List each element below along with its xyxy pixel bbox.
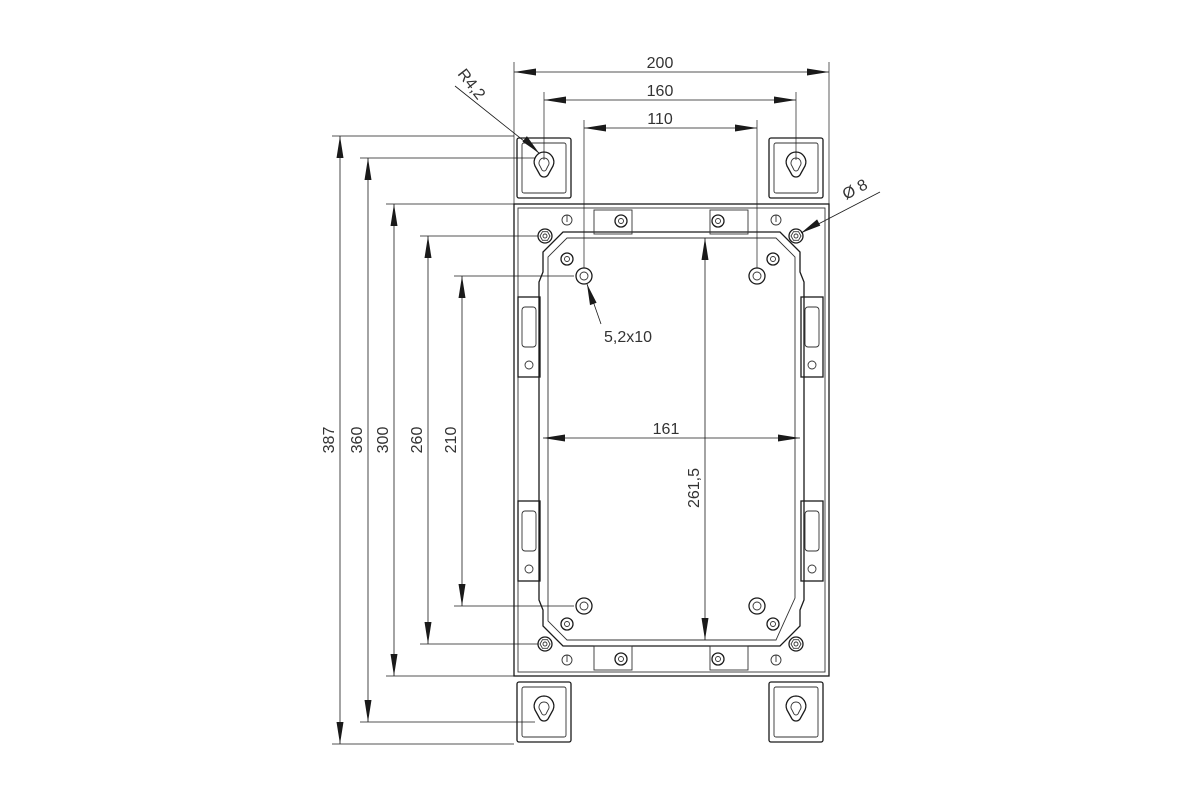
side-clip-left-lower (517, 500, 541, 582)
mount-hole-br (748, 597, 766, 615)
dim-height-slot-centers: 360 (349, 427, 366, 454)
callout-slot-radius: R4,2 (454, 66, 488, 103)
dim-height-body: 300 (375, 427, 392, 454)
enclosure-outline (513, 203, 830, 677)
dim-height-inner: 261,5 (686, 468, 703, 508)
mount-hole-bl (575, 597, 593, 615)
slot-bracket-bottom-right (768, 681, 824, 743)
dim-height-hole-centers: 210 (443, 427, 460, 454)
dim-width-hole-centers: 110 (647, 111, 673, 128)
corner-nut-br (788, 636, 804, 652)
corner-nut-tl (537, 228, 553, 244)
mount-hole-tr (748, 267, 766, 285)
mount-hole-tl (575, 267, 593, 285)
callout-mount-hole: 5,2x10 (604, 329, 652, 346)
extension-lines (332, 62, 830, 745)
dim-height-frame: 260 (409, 427, 426, 454)
dim-width-inner: 161 (653, 421, 680, 438)
slot-bracket-bottom-left (516, 681, 572, 743)
corner-nut-bl (537, 636, 553, 652)
dim-width-overall: 200 (647, 55, 674, 72)
dimension-lines (336, 68, 829, 744)
dim-width-slot-centers: 160 (647, 83, 674, 100)
dim-height-overall: 387 (321, 427, 338, 454)
side-clip-left-upper (517, 296, 541, 378)
small-bosses (560, 214, 782, 666)
leader-lines (454, 85, 881, 325)
corner-nut-tr (788, 228, 804, 244)
